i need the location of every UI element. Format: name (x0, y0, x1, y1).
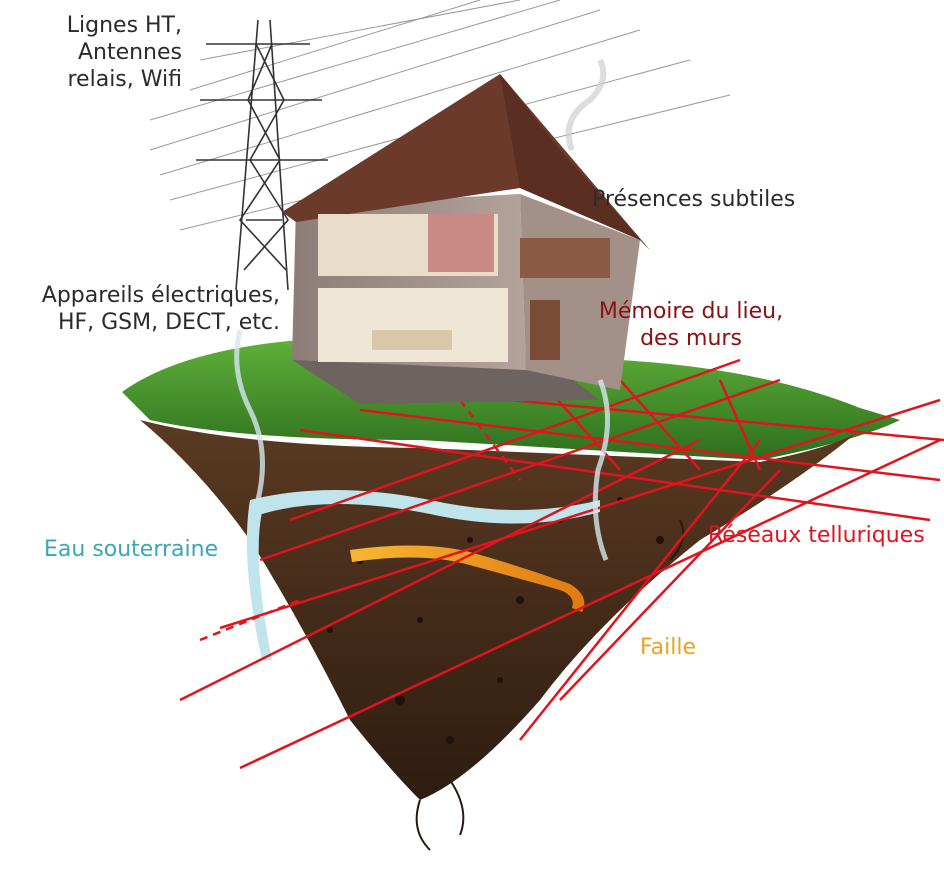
fault-vein (350, 545, 585, 612)
place-memory-label: Mémoire du lieu, des murs (586, 298, 796, 352)
house (282, 58, 650, 404)
power-lines-label-line3: relais, Wifi (67, 67, 183, 92)
place-memory-label-line2: des murs (640, 326, 742, 351)
underground-water-label: Eau souterraine (44, 537, 219, 562)
subtle-presences-label: Présences subtiles (592, 187, 796, 212)
power-lines-label-line1: Lignes HT, (66, 13, 182, 38)
fault-label: Faille (640, 635, 696, 660)
appliances-label-line2: HF, GSM, DECT, etc. (57, 310, 280, 335)
power-lines-label-line2: Antennes (77, 40, 182, 65)
telluric-networks-label: Réseaux telluriques (708, 523, 925, 548)
appliances-label: Appareils électriques, HF, GSM, DECT, et… (0, 282, 280, 336)
subtle-vapors (234, 329, 610, 561)
telluric-network (179, 358, 944, 770)
place-memory-label-line1: Mémoire du lieu, (598, 299, 784, 324)
underground-water (246, 490, 600, 660)
appliances-label-line1: Appareils électriques, (41, 283, 280, 308)
power-lines-label: Lignes HT, Antennes relais, Wifi (0, 12, 182, 93)
roots (415, 519, 685, 851)
soil-mass (140, 420, 860, 800)
pylon-icon (196, 19, 328, 291)
